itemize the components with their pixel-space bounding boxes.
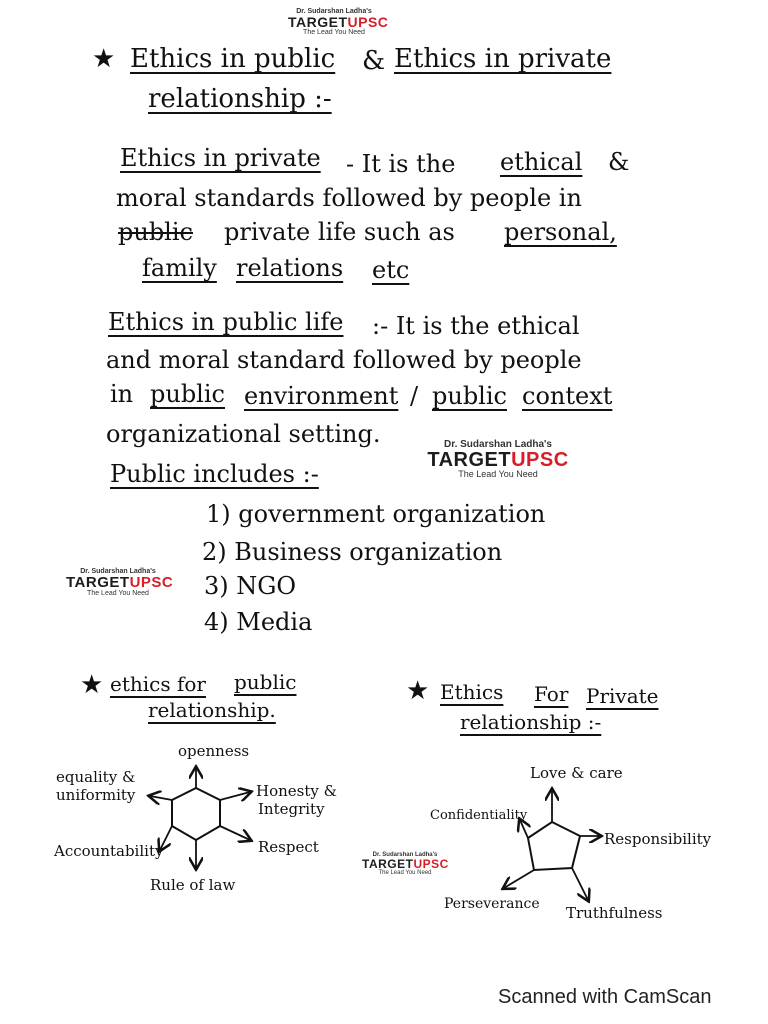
arrow-honesty <box>219 792 250 800</box>
bullet-star: ★ <box>92 44 116 74</box>
arrow-equality <box>150 796 173 800</box>
public-public1: public <box>150 380 225 408</box>
arrow-confidentiality <box>520 820 528 839</box>
title-ampersand: & <box>362 46 386 76</box>
includes-item: 3) NGO <box>204 572 297 600</box>
private-relations: relations <box>236 254 344 282</box>
public-rest: :- It is the ethical <box>372 312 580 340</box>
public-line4: organizational setting. <box>106 420 381 448</box>
private-rel-heading-d: relationship :- <box>460 710 602 734</box>
logo-tagline: The Lead You Need <box>378 870 432 876</box>
arrow-respect <box>219 825 250 840</box>
public-line2: and moral standard followed by people <box>106 346 582 374</box>
title-ethics-public: Ethics in public <box>130 44 336 74</box>
node-love-care: Love & care <box>530 764 623 782</box>
logo-header: Dr. Sudarshan Ladha's <box>444 439 552 450</box>
node-honesty: Honesty & <box>256 782 337 800</box>
arrow-perseverance <box>504 869 535 888</box>
public-rel-heading-a: ethics for <box>110 672 206 696</box>
logo-brand-b: UPSC <box>413 857 449 871</box>
includes-item: 1) government organization <box>206 500 546 528</box>
title-ethics-private: Ethics in private <box>394 44 612 74</box>
includes-item: 2) Business organization <box>202 538 503 566</box>
private-family: family <box>142 254 217 282</box>
public-rel-heading-c: relationship. <box>148 698 276 722</box>
private-ethical: ethical <box>500 148 583 176</box>
node-confidentiality: Confidentiality <box>430 808 528 823</box>
target-upsc-logo: Dr. Sudarshan Ladha's TARGETUPSC The Lea… <box>66 568 173 597</box>
node-perseverance: Perseverance <box>444 896 540 912</box>
arrow-truthfulness <box>571 867 588 900</box>
target-upsc-logo: Dr. Sudarshan Ladha's TARGETUPSC The Lea… <box>424 440 572 479</box>
title-relationship: relationship :- <box>148 84 332 114</box>
public-environment: environment <box>244 382 399 410</box>
arrow-accountability <box>160 825 173 850</box>
logo-brand-b: UPSC <box>129 574 174 591</box>
node-responsibility: Responsibility <box>604 830 712 848</box>
logo-header: Dr. Sudarshan Ladha's <box>296 8 372 15</box>
node-respect: Respect <box>258 838 319 856</box>
node-uniformity: uniformity <box>56 786 136 804</box>
bullet-star: ★ <box>406 676 430 706</box>
logo-brand-a: TARGET <box>362 857 414 871</box>
public-context: context <box>522 382 613 410</box>
target-upsc-logo: Dr. Sudarshan Ladha's TARGETUPSC The Lea… <box>288 8 388 36</box>
private-heading: Ethics in private <box>120 144 321 172</box>
public-hexagon <box>171 786 221 842</box>
public-in: in <box>110 380 134 408</box>
includes-item: 4) Media <box>204 608 313 636</box>
private-line3: private life such as <box>224 218 455 246</box>
private-amp: & <box>608 148 630 176</box>
node-integrity: Integrity <box>258 800 325 818</box>
camscanner-footer: Scanned with CamScan <box>498 986 712 1008</box>
logo-tagline: The Lead You Need <box>303 29 365 36</box>
private-dash: - It is the <box>346 150 456 178</box>
includes-heading: Public includes :- <box>110 460 319 488</box>
private-struck-word: public <box>118 218 193 246</box>
private-personal: personal, <box>504 218 617 246</box>
private-etc: etc <box>372 256 410 284</box>
logo-header: Dr. Sudarshan Ladha's <box>80 568 156 575</box>
node-accountability: Accountability <box>54 842 164 860</box>
logo-brand-b: UPSC <box>511 449 569 471</box>
node-equality: equality & <box>56 768 136 786</box>
bullet-star: ★ <box>80 670 104 700</box>
public-rel-heading-b: public <box>234 670 297 694</box>
private-line2: moral standards followed by people in <box>116 184 582 212</box>
node-rule-of-law: Rule of law <box>150 876 236 894</box>
logo-brand-a: TARGET <box>427 449 512 471</box>
logo-tagline: The Lead You Need <box>87 590 149 597</box>
logo-brand-b: UPSC <box>347 14 389 30</box>
logo-header: Dr. Sudarshan Ladha's <box>372 852 438 858</box>
private-rel-heading-a: Ethics <box>440 680 504 704</box>
private-rel-heading-b: For <box>534 682 569 706</box>
node-truthfulness: Truthfulness <box>566 904 663 922</box>
private-rel-heading-c: Private <box>586 684 659 708</box>
logo-brand-a: TARGET <box>66 574 130 591</box>
public-heading: Ethics in public life <box>108 308 344 336</box>
target-upsc-logo: Dr. Sudarshan Ladha's TARGETUPSC The Lea… <box>362 852 448 876</box>
private-pentagon <box>526 820 582 872</box>
logo-brand-a: TARGET <box>288 14 348 30</box>
public-slash: / <box>410 382 419 410</box>
public-public2: public <box>432 382 507 410</box>
node-openness: openness <box>178 742 250 760</box>
logo-tagline: The Lead You Need <box>458 469 538 479</box>
